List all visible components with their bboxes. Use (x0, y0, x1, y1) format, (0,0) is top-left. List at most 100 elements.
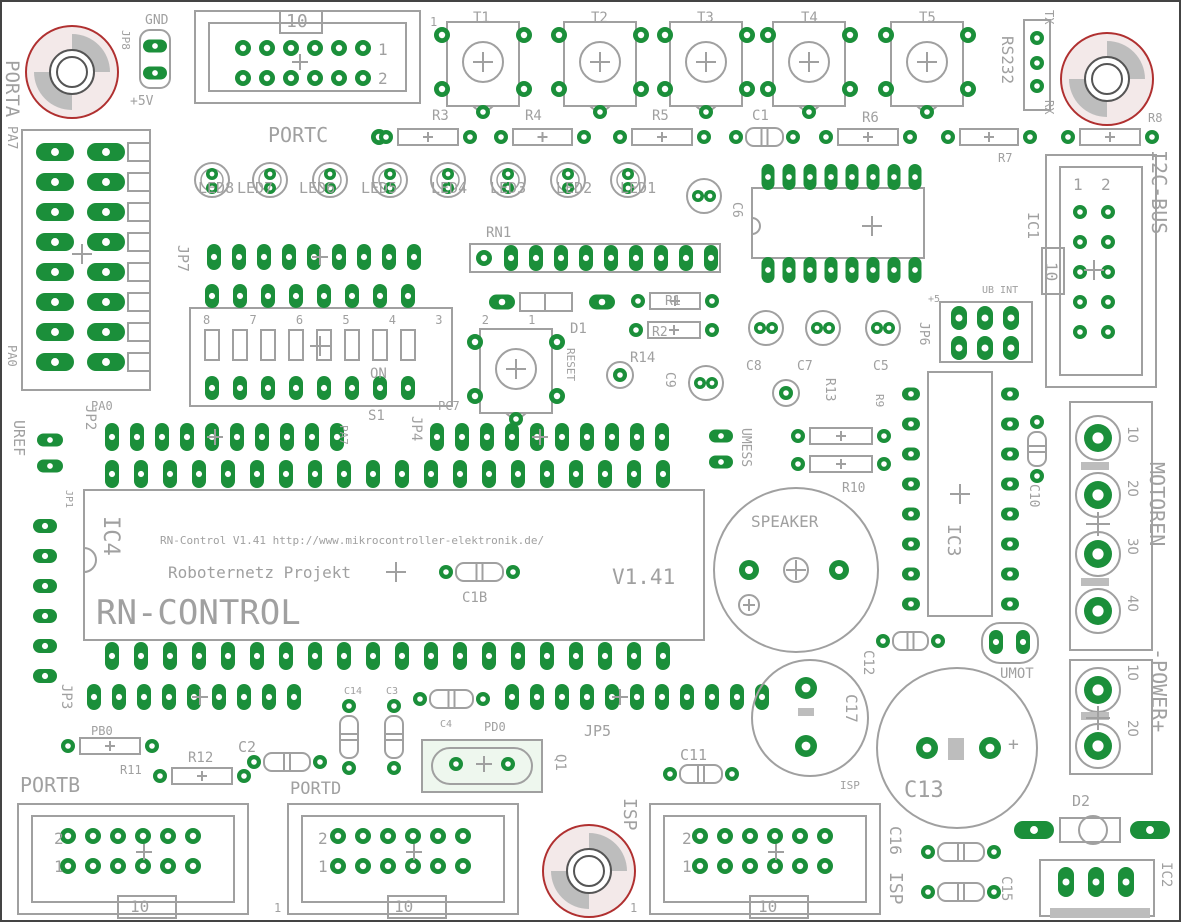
resistor-body (837, 128, 899, 146)
terminal-ring (1075, 588, 1121, 634)
pad-hole (881, 433, 887, 439)
label-c9: C9 (662, 372, 677, 388)
pad-hole (945, 134, 951, 140)
pad-hole (572, 652, 580, 660)
label-isp-bottom: ISP (885, 872, 906, 905)
label-jp6: JP6 (916, 322, 931, 345)
pad-hole (510, 569, 516, 575)
pad-hole (583, 433, 591, 441)
pad-hole (340, 470, 348, 478)
led-ring (252, 162, 288, 198)
label-portd-pin2: 2 (318, 829, 328, 848)
pad-hole (485, 652, 493, 660)
label-c7: C7 (797, 359, 813, 374)
pad-hole (633, 433, 641, 441)
label-c10: C10 (1026, 484, 1041, 507)
dip-lever (372, 329, 388, 361)
portb-header-tab (117, 895, 177, 919)
label-uref: UREF (10, 420, 28, 456)
pad-hole (51, 358, 59, 366)
motoren-bar (1081, 462, 1109, 470)
pad-hole (292, 292, 300, 300)
pad-hole (456, 470, 464, 478)
pad-hole (208, 292, 216, 300)
switch-ring (579, 41, 621, 83)
pad-hole (745, 566, 753, 574)
label-pin1-portc: 1 (378, 40, 388, 59)
pad-hole (709, 380, 715, 386)
capacitor-body (892, 631, 929, 651)
pad-hole (376, 292, 384, 300)
resistor-body (171, 767, 233, 785)
pad-hole (108, 470, 116, 478)
label-r9: R9 (873, 394, 886, 407)
pad-hole (955, 314, 963, 322)
pad-hole (630, 652, 638, 660)
pad-hole (158, 433, 166, 441)
pad-hole (1027, 134, 1033, 140)
label-r3: R3 (432, 108, 449, 124)
pad-hole (409, 832, 417, 840)
led-ring (430, 162, 466, 198)
pad-hole (241, 773, 247, 779)
ic4-body (83, 489, 705, 641)
pad-hole (935, 638, 941, 644)
pad-hole (152, 70, 158, 76)
label-isp-pin1: 1 (682, 857, 692, 876)
pad-hole (991, 849, 997, 855)
resistor-body (809, 427, 873, 445)
pad-hole (557, 254, 565, 262)
portc-header-inner (208, 22, 407, 92)
pad-hole (51, 178, 59, 186)
pad-hole (433, 433, 441, 441)
label-tx: TX (1042, 10, 1056, 25)
pad-hole (1122, 878, 1130, 886)
pad-hole (443, 569, 449, 575)
resistor-body (809, 455, 873, 473)
c13-outline (876, 667, 1038, 829)
pad-hole (427, 652, 435, 660)
pad-hole (870, 267, 876, 273)
pad-hole (311, 74, 319, 82)
pad-hole (709, 327, 715, 333)
pad-hole (801, 741, 811, 751)
pad-hole (409, 862, 417, 870)
pad-hole (807, 174, 813, 180)
pad-hole (458, 433, 466, 441)
pad-hole (601, 470, 609, 478)
porta-pin (127, 292, 151, 312)
dip-lever (344, 329, 360, 361)
label-portd: PORTD (290, 779, 341, 799)
pad-hole (47, 463, 53, 469)
pad-hole (908, 571, 914, 577)
label-s1: S1 (368, 408, 385, 424)
jp6-outline (939, 301, 1033, 363)
pad-hole (209, 171, 215, 177)
label-led2: LED2 (556, 179, 592, 197)
label-led6: LED6 (299, 179, 335, 197)
label-c11: C11 (680, 746, 707, 764)
pad-hole (1062, 878, 1070, 886)
pad-hole (1007, 421, 1013, 427)
pad-hole (922, 743, 932, 753)
pad-hole (164, 832, 172, 840)
label-jp3: JP3 (58, 684, 74, 709)
speaker-outline (713, 487, 879, 653)
pad-hole (282, 470, 290, 478)
portd-header-inner (301, 815, 505, 903)
resistor-body (79, 737, 141, 755)
elko-outline (748, 310, 784, 346)
pad-hole (369, 470, 377, 478)
label-r12: R12 (188, 750, 213, 766)
pad-hole (796, 862, 804, 870)
pad-hole (597, 109, 603, 115)
pad-hole (795, 433, 801, 439)
label-r11: R11 (120, 763, 142, 777)
pad-hole (224, 470, 232, 478)
pad-hole (543, 470, 551, 478)
pad-hole (721, 862, 729, 870)
dip-lever (204, 329, 220, 361)
pad-hole (1034, 473, 1040, 479)
pad-hole (696, 832, 704, 840)
pad-hole (992, 638, 1000, 646)
